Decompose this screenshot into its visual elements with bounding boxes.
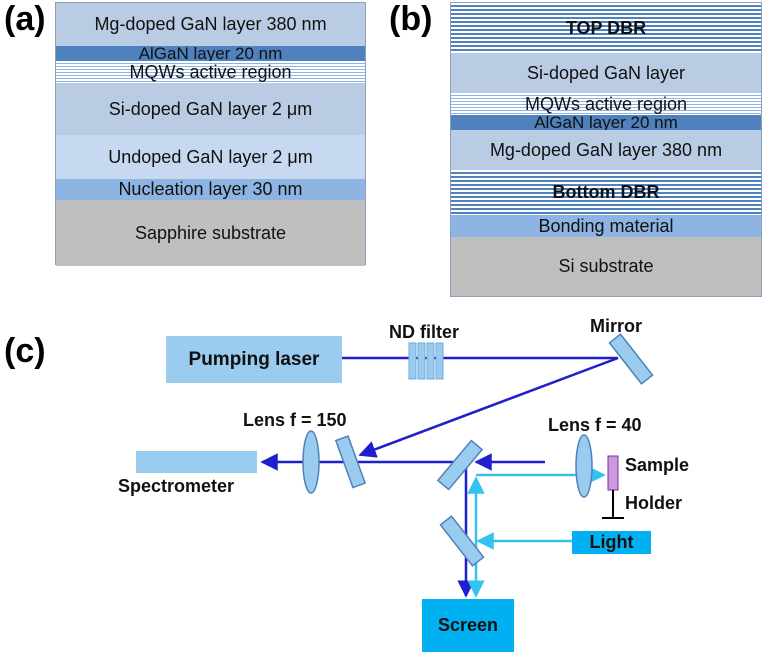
mirror — [608, 333, 654, 385]
lens-150-label: Lens f = 150 — [243, 410, 347, 430]
algan-layer: AlGaN layer 20 nm — [56, 46, 365, 61]
nucleation-layer: Nucleation layer 30 nm — [56, 179, 365, 200]
mqw-label-b: MQWs active region — [524, 93, 688, 114]
layer-stack-a: Mg-doped GaN layer 380 nm AlGaN layer 20… — [55, 2, 366, 266]
algan-label-b: AlGaN layer 20 nm — [534, 115, 678, 130]
lens-40-label: Lens f = 40 — [548, 415, 642, 435]
lower-beam-splitter — [439, 515, 485, 567]
filter-plate — [334, 435, 367, 489]
mg-doped-gan-label: Mg-doped GaN layer 380 nm — [94, 14, 327, 34]
beam-splitter — [436, 439, 484, 491]
light-source-box: Light — [572, 531, 651, 554]
mqw-active-region-b: MQWs active region — [451, 93, 761, 115]
mqw-active-region: MQWs active region — [56, 61, 365, 83]
top-dbr: TOP DBR — [451, 3, 761, 53]
sample-label: Sample — [625, 455, 690, 475]
screen-label: Screen — [437, 615, 499, 635]
bottom-dbr: Bottom DBR — [451, 170, 761, 215]
si-substrate: Si substrate — [451, 237, 761, 296]
panel-a-label: (a) — [4, 0, 46, 38]
top-dbr-label: TOP DBR — [565, 17, 647, 38]
nucleation-label: Nucleation layer 30 nm — [118, 179, 303, 199]
pumping-laser-box: Pumping laser — [166, 336, 342, 383]
pumping-laser-label: Pumping laser — [188, 348, 320, 370]
lens-40 — [575, 434, 593, 498]
light-label: Light — [589, 532, 634, 552]
si-doped-gan-label: Si-doped GaN layer 2 μm — [108, 98, 313, 119]
si-doped-gan-layer: Si-doped GaN layer 2 μm — [56, 83, 365, 135]
panel-c-label: (c) — [4, 332, 46, 370]
si-doped-gan-label-b: Si-doped GaN layer — [526, 62, 686, 83]
pump-beam-reflected — [358, 356, 619, 458]
mirror-label: Mirror — [590, 316, 643, 336]
spectrometer-box — [136, 451, 257, 473]
pump-beam-path — [260, 356, 619, 598]
si-doped-gan-layer-b: Si-doped GaN layer — [451, 53, 761, 93]
holder-label: Holder — [625, 493, 683, 513]
lens-150 — [302, 430, 320, 494]
sapphire-substrate-label: Sapphire substrate — [134, 222, 287, 243]
nd-filter-plate — [435, 342, 444, 380]
mg-doped-gan-layer: Mg-doped GaN layer 380 nm — [56, 3, 365, 46]
layer-stack-b: TOP DBR Si-doped GaN layer MQWs active r… — [450, 2, 762, 297]
bonding-material: Bonding material — [451, 215, 761, 237]
algan-label: AlGaN layer 20 nm — [138, 46, 283, 61]
undoped-gan-label: Undoped GaN layer 2 μm — [108, 146, 313, 167]
bottom-dbr-label: Bottom DBR — [552, 182, 660, 202]
algan-layer-b: AlGaN layer 20 nm — [451, 115, 761, 130]
mqw-label: MQWs active region — [129, 61, 292, 82]
si-substrate-label: Si substrate — [558, 256, 654, 276]
mg-doped-gan-label-b: Mg-doped GaN layer 380 nm — [489, 139, 723, 160]
undoped-gan-layer: Undoped GaN layer 2 μm — [56, 135, 365, 179]
bonding-material-label: Bonding material — [538, 215, 674, 236]
mg-doped-gan-layer-b: Mg-doped GaN layer 380 nm — [451, 130, 761, 170]
nd-filter-plate — [417, 342, 426, 380]
nd-filter-label: ND filter — [389, 322, 460, 342]
panel-b-label: (b) — [389, 0, 433, 38]
sapphire-substrate: Sapphire substrate — [56, 200, 365, 266]
spectrometer-label: Spectrometer — [118, 476, 235, 496]
sample — [607, 455, 619, 491]
nd-filter-plate — [408, 342, 417, 380]
nd-filter-plate — [426, 342, 435, 380]
nd-filter — [408, 342, 444, 380]
screen-box: Screen — [422, 599, 514, 652]
